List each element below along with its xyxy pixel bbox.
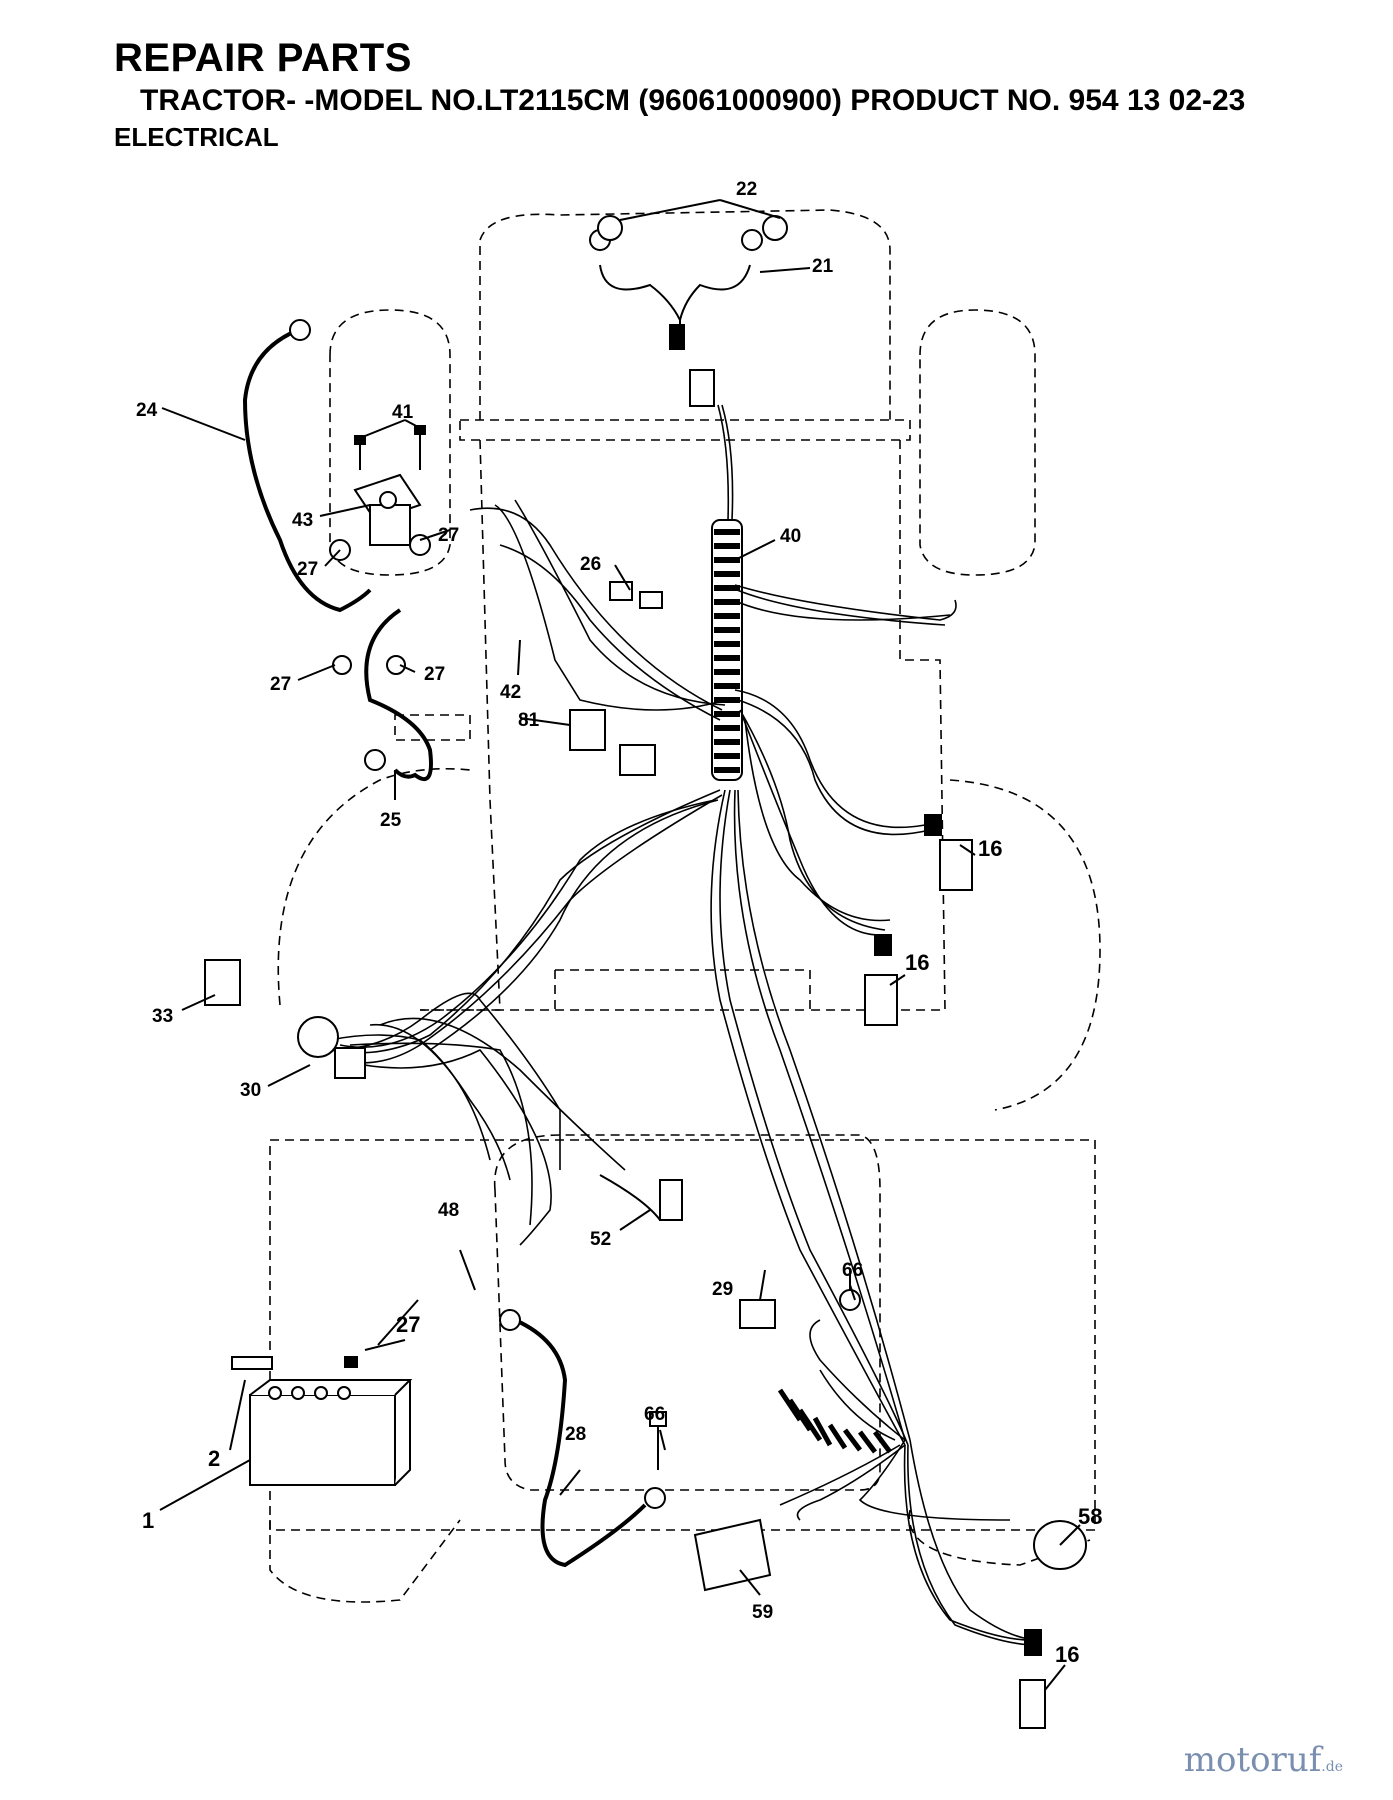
tractor-outline bbox=[269, 209, 1101, 1603]
leader-lines bbox=[159, 199, 1081, 1691]
starter-solenoid bbox=[329, 425, 431, 675]
label-27-c: 27 bbox=[270, 674, 291, 695]
headlight-assembly bbox=[589, 215, 788, 407]
battery bbox=[231, 1356, 413, 1486]
rear-coil bbox=[777, 1388, 892, 1454]
wire-harness bbox=[329, 404, 1041, 1646]
label-66-b: 66 bbox=[644, 1404, 665, 1425]
label-21: 21 bbox=[812, 256, 834, 277]
page-title: REPAIR PARTS bbox=[114, 36, 412, 80]
label-28: 28 bbox=[565, 1424, 586, 1445]
label-43: 43 bbox=[292, 510, 313, 531]
label-48: 48 bbox=[438, 1200, 459, 1221]
label-16-c: 16 bbox=[1055, 1642, 1079, 1667]
label-25: 25 bbox=[380, 810, 402, 831]
label-27-b: 27 bbox=[297, 559, 318, 580]
label-30: 30 bbox=[240, 1080, 261, 1101]
label-66-a: 66 bbox=[842, 1260, 863, 1281]
label-42: 42 bbox=[500, 682, 521, 703]
label-27-e: 27 bbox=[396, 1312, 420, 1337]
label-2: 2 bbox=[208, 1446, 220, 1471]
watermark-logo: motoruf.de bbox=[1184, 1740, 1343, 1780]
label-33: 33 bbox=[152, 1006, 173, 1027]
part-labels: 22 21 24 41 43 27 27 27 27 25 26 40 42 8… bbox=[136, 179, 1102, 1667]
watermark-brand: motoruf bbox=[1183, 1740, 1322, 1780]
coiled-harness bbox=[711, 519, 743, 781]
section-heading: ELECTRICAL bbox=[114, 122, 279, 152]
label-1: 1 bbox=[142, 1508, 154, 1533]
cable-lugs bbox=[289, 319, 666, 1509]
label-27-a: 27 bbox=[438, 525, 459, 546]
label-24: 24 bbox=[136, 400, 158, 421]
components bbox=[204, 581, 1087, 1729]
label-26: 26 bbox=[580, 554, 601, 575]
battery-cables bbox=[242, 328, 647, 1568]
label-58: 58 bbox=[1078, 1504, 1102, 1529]
watermark-tld: .de bbox=[1321, 1759, 1343, 1775]
label-40: 40 bbox=[780, 526, 801, 547]
label-81: 81 bbox=[518, 710, 540, 731]
label-41: 41 bbox=[392, 402, 414, 423]
label-29: 29 bbox=[712, 1279, 733, 1300]
label-22: 22 bbox=[736, 179, 757, 200]
label-16-b: 16 bbox=[905, 950, 929, 975]
model-subtitle: TRACTOR- -MODEL NO.LT2115CM (96061000900… bbox=[140, 84, 1246, 117]
label-59: 59 bbox=[752, 1602, 773, 1623]
label-16-a: 16 bbox=[978, 836, 1002, 861]
label-52: 52 bbox=[590, 1229, 611, 1250]
label-27-d: 27 bbox=[424, 664, 445, 685]
